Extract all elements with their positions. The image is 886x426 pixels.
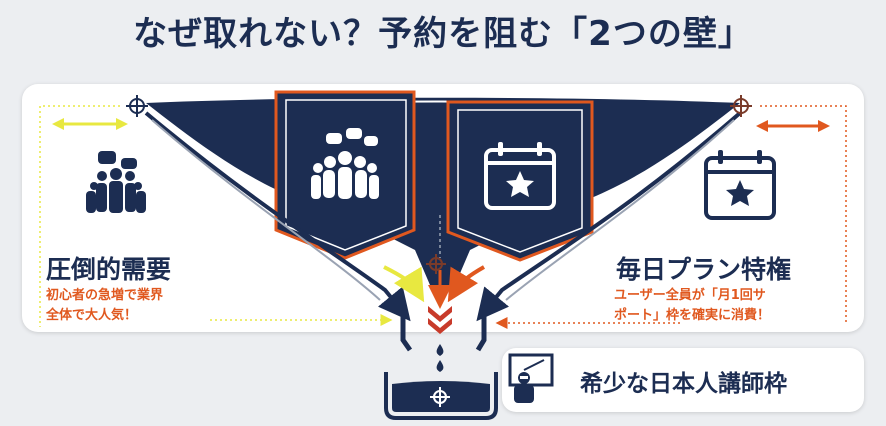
calendar-star-icon <box>704 150 776 220</box>
chevron-down-icon <box>428 306 452 334</box>
right-double-arrow <box>756 120 830 132</box>
orange-arrow <box>447 265 485 303</box>
drop-icon <box>436 360 444 372</box>
drop-icon <box>436 344 444 356</box>
bottom-label: 希少な日本人講師枠 <box>580 371 787 397</box>
target-icon <box>426 254 446 274</box>
teacher-icon <box>508 353 554 403</box>
target-icon <box>730 95 752 117</box>
right-flow-arrow <box>476 111 742 322</box>
yellow-arrow <box>383 265 425 303</box>
left-double-arrow <box>52 118 128 130</box>
right-subtext-1: ユーザー全員が「月1回サ <box>614 288 766 303</box>
left-subtext-2: 全体で大人気！ <box>46 308 138 323</box>
crowd-icon <box>311 128 379 199</box>
right-dotted-guide <box>760 105 847 324</box>
left-flow-arrow <box>144 111 411 322</box>
target-icon <box>126 95 148 117</box>
result-panel <box>502 348 864 412</box>
left-subtext-1: 初心者の急増で業界 <box>46 288 164 303</box>
right-heading: 毎日プラン特権 <box>616 255 792 284</box>
left-dotted-guide <box>39 105 120 327</box>
right-subtext-2: ポート」枠を確実に消費！ <box>614 308 771 323</box>
calendar-star-icon-center <box>484 142 556 210</box>
left-heading: 圧倒的需要 <box>46 255 172 284</box>
page-title: なぜ取れない？予約を阻む「2つの壁」 <box>133 14 753 54</box>
crowd-icon-left <box>86 151 146 213</box>
target-icon <box>430 387 450 407</box>
